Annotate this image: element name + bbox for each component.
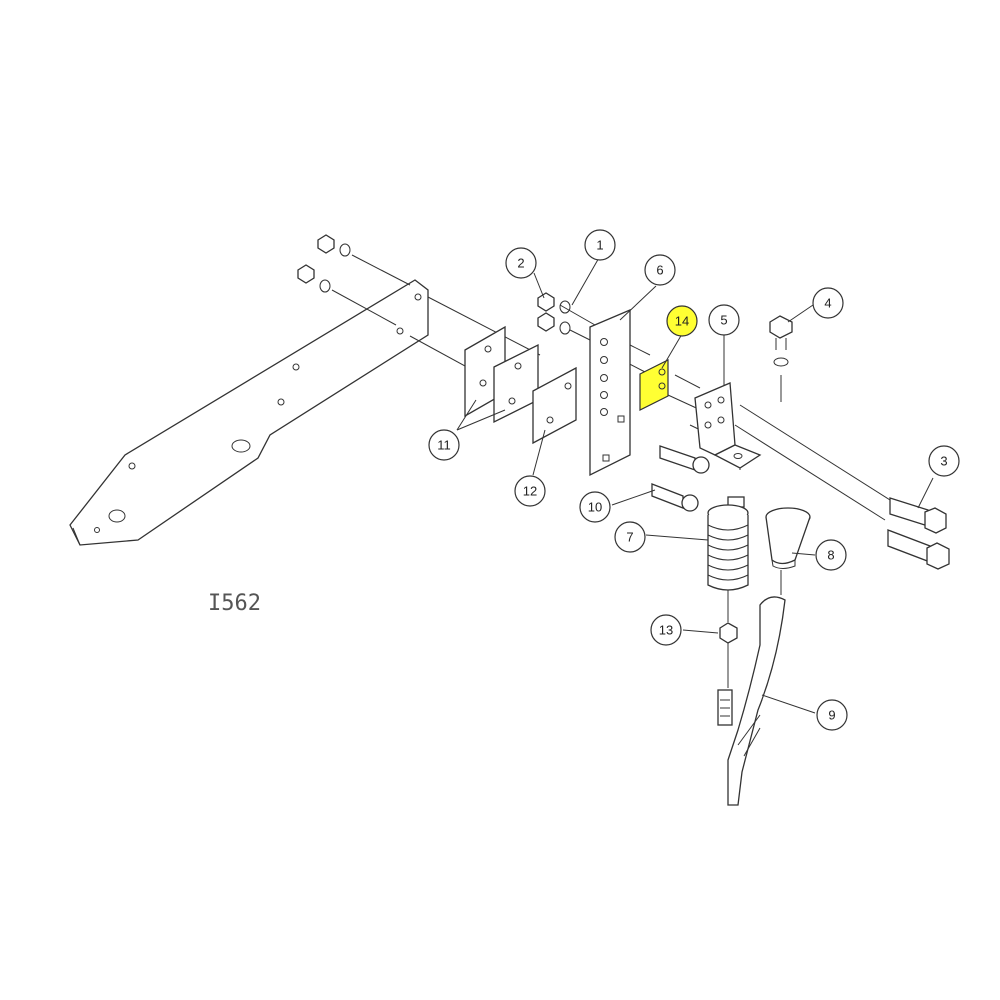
hex-bolt-3a <box>889 497 947 534</box>
callout-3: 3 <box>928 445 960 477</box>
svg-text:4: 4 <box>824 296 831 311</box>
svg-text:3: 3 <box>940 454 947 469</box>
callout-6: 6 <box>644 254 676 286</box>
shank-tine-9 <box>717 596 786 806</box>
spring-7 <box>707 496 749 591</box>
spacer-plate-12 <box>532 366 577 445</box>
hex-bolt-3b <box>887 529 950 570</box>
shank-cap-8 <box>765 507 811 569</box>
assembly-guide-lines <box>331 254 891 688</box>
callout-8: 8 <box>815 539 847 571</box>
angle-bracket-5 <box>694 382 762 469</box>
drawing-id-label: I562 <box>208 591 261 616</box>
svg-text:2: 2 <box>517 256 524 271</box>
callout-1: 1 <box>584 229 616 261</box>
svg-text:8: 8 <box>827 548 834 563</box>
callout-13: 13 <box>650 614 682 646</box>
carriage-bolt-10b <box>651 483 699 512</box>
mounting-arm <box>69 279 429 546</box>
svg-text:7: 7 <box>626 530 633 545</box>
svg-text:1: 1 <box>596 238 603 253</box>
vertical-bracket-plate-6 <box>589 309 631 477</box>
svg-text:12: 12 <box>523 484 537 499</box>
callout-5: 5 <box>708 304 740 336</box>
svg-text:11: 11 <box>437 438 451 453</box>
callout-10: 10 <box>579 491 611 523</box>
bolt-4 <box>769 315 793 367</box>
callout-9: 9 <box>816 699 848 731</box>
svg-text:13: 13 <box>659 623 673 638</box>
svg-text:14: 14 <box>675 314 689 329</box>
callout-12: 12 <box>514 475 546 507</box>
callout-4: 4 <box>812 287 844 319</box>
arm-nuts <box>297 234 351 293</box>
callout-leaders <box>456 255 934 714</box>
callout-11: 11 <box>428 429 460 461</box>
svg-text:6: 6 <box>656 263 663 278</box>
svg-text:9: 9 <box>828 708 835 723</box>
callout-14-highlighted: 14 <box>666 305 698 337</box>
nut-13 <box>719 622 738 644</box>
svg-text:5: 5 <box>720 313 727 328</box>
carriage-bolt-10a <box>659 445 710 474</box>
nuts-and-washers <box>537 292 571 335</box>
highlighted-plate-14 <box>639 359 669 411</box>
svg-text:10: 10 <box>588 500 602 515</box>
callout-2: 2 <box>505 247 537 279</box>
callout-7: 7 <box>614 521 646 553</box>
